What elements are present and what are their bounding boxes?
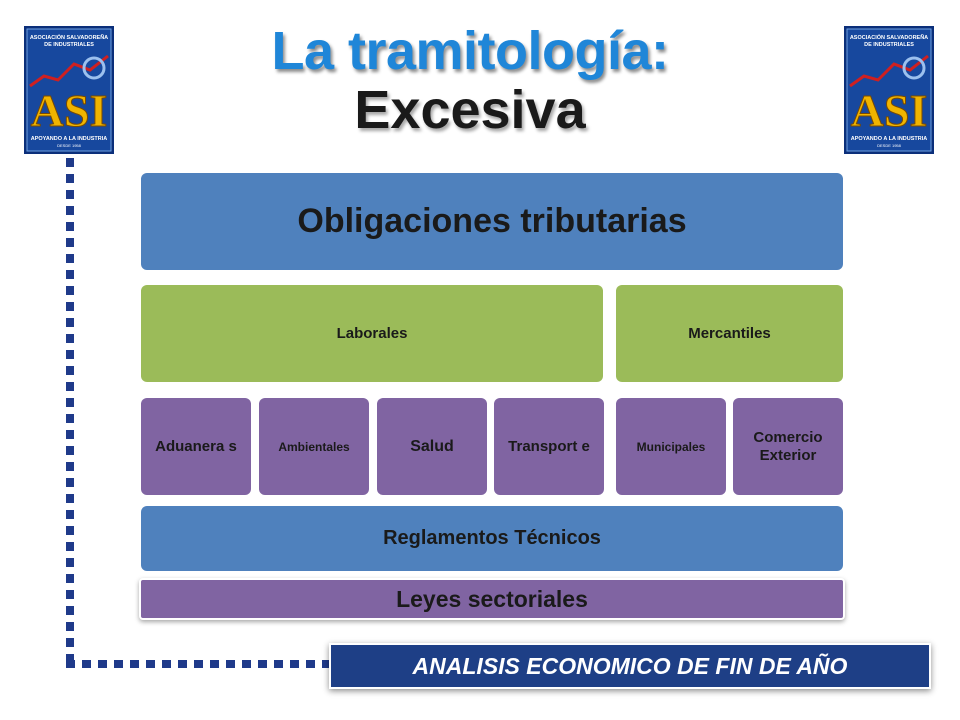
logo-top-text-1: ASOCIACIÓN SALVADOREÑA <box>30 33 108 41</box>
box-laborales: Laborales <box>141 285 603 382</box>
box-aduaneras: Aduanera s <box>141 398 251 495</box>
logo-acronym: ASI <box>31 85 108 136</box>
asi-logo-left: ASOCIACIÓN SALVADOREÑA DE INDUSTRIALES A… <box>24 26 114 154</box>
title-line-2: Excesiva <box>354 80 586 140</box>
slide-title: La tramitología: Excesiva <box>200 22 740 140</box>
logo-bottom-text: APOYANDO A LA INDUSTRIA <box>851 136 928 142</box>
footer-banner: ANALISIS ECONOMICO DE FIN DE AÑO <box>331 645 929 687</box>
box-municipales: Municipales <box>616 398 726 495</box>
box-mercantiles: Mercantiles <box>616 285 843 382</box>
box-transporte: Transport e <box>494 398 604 495</box>
logo-top-text-1: ASOCIACIÓN SALVADOREÑA <box>850 33 928 41</box>
logo-bottom-text: APOYANDO A LA INDUSTRIA <box>31 136 108 142</box>
box-ambientales: Ambientales <box>259 398 369 495</box>
box-reglamentos-tecnicos: Reglamentos Técnicos <box>141 506 843 571</box>
logo-top-text-2: DE INDUSTRIALES <box>44 42 94 48</box>
box-leyes-sectoriales: Leyes sectoriales <box>141 580 843 618</box>
title-line-1: La tramitología: <box>271 21 669 81</box>
asi-logo-right: ASOCIACIÓN SALVADOREÑA DE INDUSTRIALES A… <box>844 26 934 154</box>
box-comercio-exterior: Comercio Exterior <box>733 398 843 495</box>
box-salud: Salud <box>377 398 487 495</box>
logo-acronym: ASI <box>851 85 928 136</box>
logo-since: DESDE 1958 <box>57 143 82 148</box>
logo-top-text-2: DE INDUSTRIALES <box>864 42 914 48</box>
logo-since: DESDE 1958 <box>877 143 902 148</box>
dotted-connector-horizontal <box>66 660 332 668</box>
dotted-connector-vertical <box>66 158 74 666</box>
box-obligaciones-tributarias: Obligaciones tributarias <box>141 173 843 270</box>
